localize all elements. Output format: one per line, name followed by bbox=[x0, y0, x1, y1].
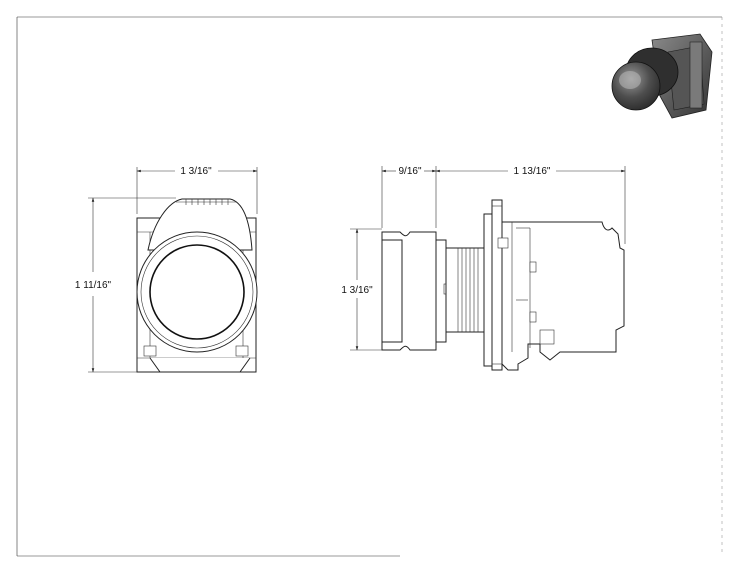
dim-front-height: 1 11/16" bbox=[75, 197, 176, 373]
dim-front-width-label: 1 3/16" bbox=[180, 166, 212, 177]
dim-front-width: 1 3/16" bbox=[136, 166, 258, 214]
dim-side-body-depth-label: 1 13/16" bbox=[514, 166, 551, 177]
dim-side-cap-depth: 9/16" bbox=[381, 166, 437, 228]
side-view bbox=[381, 199, 625, 371]
grip-ribs bbox=[185, 199, 229, 205]
sheet-border bbox=[16, 16, 723, 557]
dim-side-cap-depth-label: 9/16" bbox=[398, 166, 421, 177]
dim-side-height-label: 1 3/16" bbox=[341, 285, 373, 296]
product-isometric-photo bbox=[611, 33, 713, 119]
front-view bbox=[136, 198, 258, 373]
dim-front-height-label: 1 11/16" bbox=[75, 280, 112, 291]
dim-side-height: 1 3/16" bbox=[341, 228, 382, 351]
thread-lines bbox=[457, 248, 479, 332]
dim-side-body-depth: 1 13/16" bbox=[435, 166, 626, 244]
